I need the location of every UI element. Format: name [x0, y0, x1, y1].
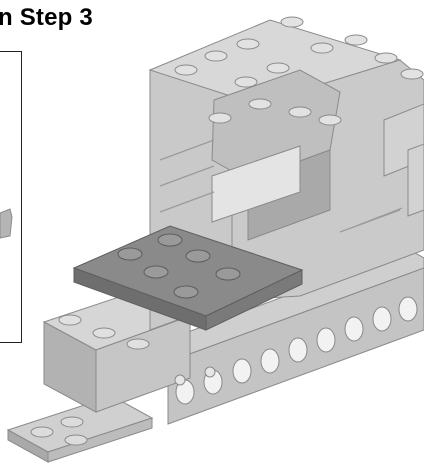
partial-brick-in-frame — [0, 209, 12, 238]
